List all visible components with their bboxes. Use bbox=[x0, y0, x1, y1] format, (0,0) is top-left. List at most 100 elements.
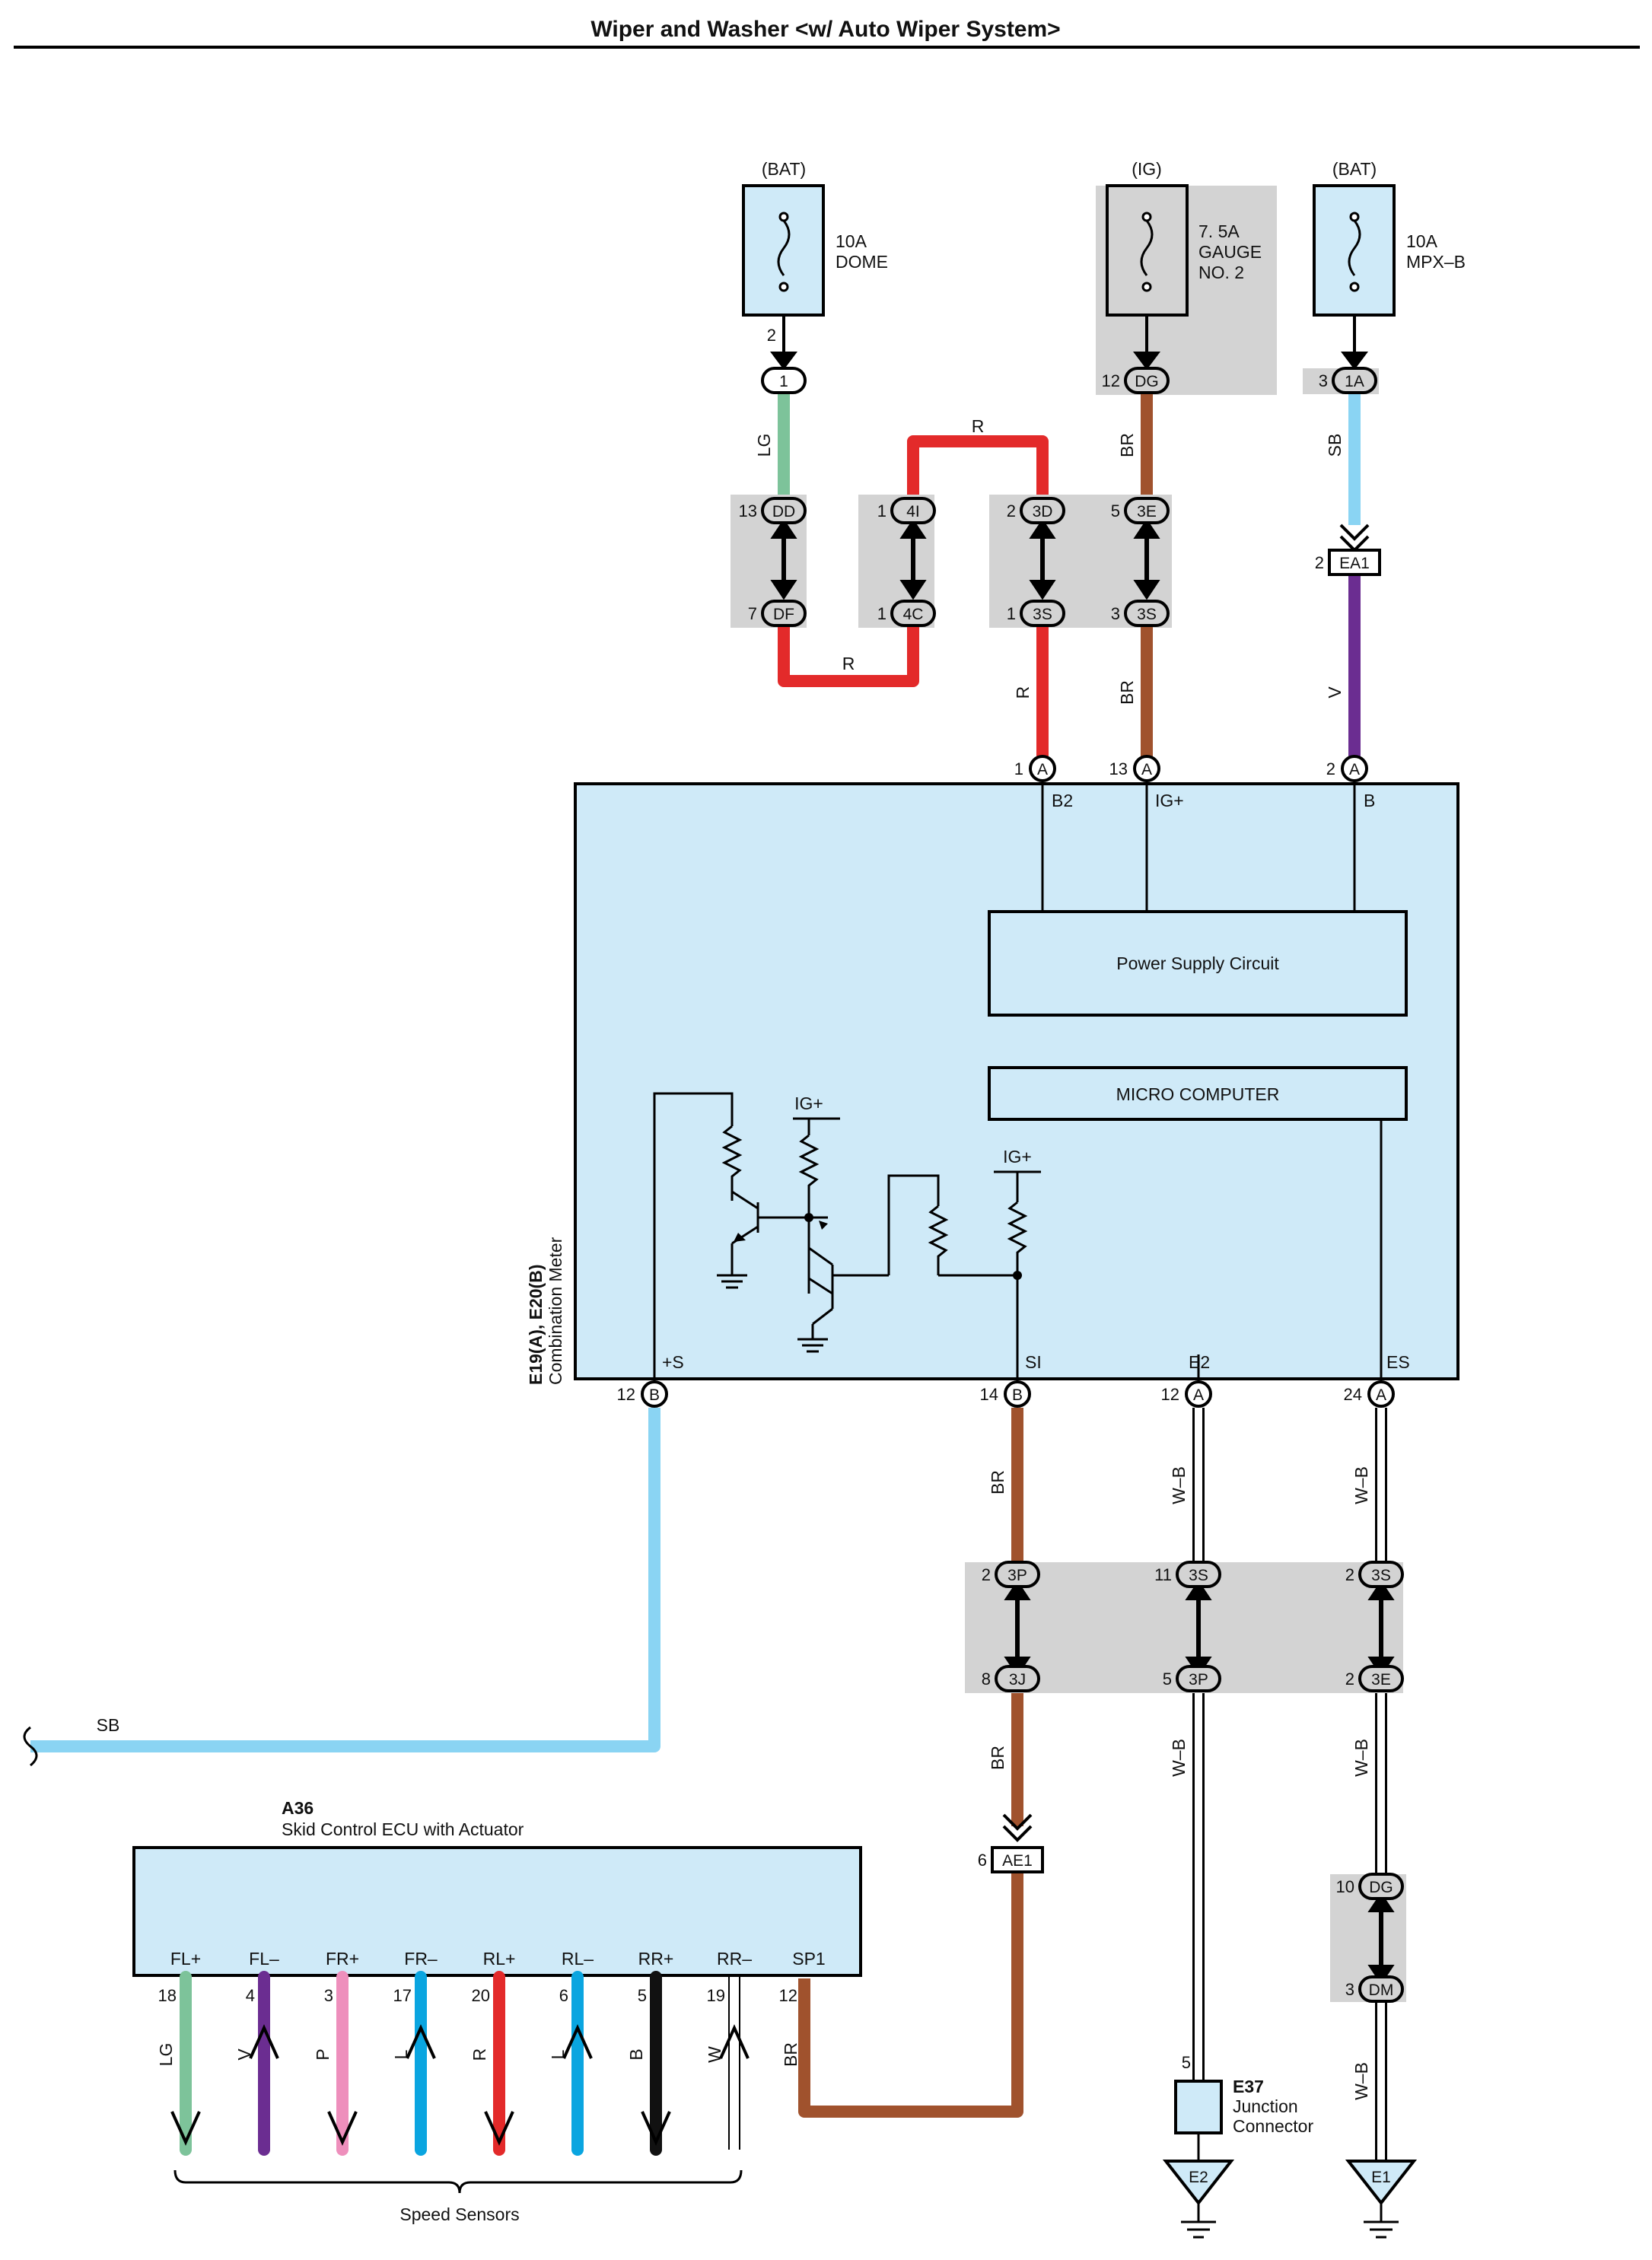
meter-ig-plus-2: IG+ bbox=[1003, 1147, 1032, 1167]
wire-label-sb-top: SB bbox=[1325, 434, 1345, 457]
arrow-up-icon bbox=[249, 2024, 279, 2059]
fuse-elements bbox=[777, 212, 1361, 292]
e37-name1: Junction bbox=[1233, 2096, 1298, 2116]
meter-ig-plus-1: IG+ bbox=[794, 1093, 823, 1113]
pin-ae1: 6 bbox=[978, 1851, 987, 1870]
conn-a1: A bbox=[1037, 761, 1048, 778]
ecu-terminal-wire-label: B bbox=[626, 2048, 646, 2060]
pin-dg-bot: 10 bbox=[1336, 1877, 1354, 1896]
conn-ea1: EA1 bbox=[1339, 555, 1370, 572]
pin-3e-top: 5 bbox=[1111, 501, 1120, 520]
conn-b12: B bbox=[649, 1386, 660, 1404]
ecu-terminal-wire-label: W bbox=[705, 2046, 724, 2063]
pin-e37: 5 bbox=[1182, 2053, 1191, 2072]
fuse-mpx: (BAT) 10A MPX–B bbox=[1313, 159, 1466, 317]
wires bbox=[30, 315, 1387, 2161]
pin-numbers: 2 12 3 13 7 1 1 2 1 5 3 2 1 13 2 12 14 1… bbox=[617, 326, 1362, 2072]
arrow-down-icon bbox=[484, 2111, 514, 2146]
speed-sensor-brace bbox=[173, 2169, 743, 2194]
wire-label-v: V bbox=[1325, 686, 1345, 699]
pin-3e-bot: 2 bbox=[1345, 1670, 1354, 1689]
conn-dg-top: DG bbox=[1135, 373, 1159, 390]
pin-fuse-dome: 2 bbox=[767, 326, 776, 345]
pin-a1: 1 bbox=[1014, 759, 1023, 778]
fuse-gauge-source: (IG) bbox=[1132, 159, 1162, 179]
conn-3d: 3D bbox=[1033, 503, 1053, 520]
pin-dd: 13 bbox=[739, 501, 757, 520]
arrow-up-icon bbox=[562, 2024, 593, 2059]
transistor-circuit bbox=[653, 1092, 1041, 1382]
fuse-gauge-rating: 7. 5A bbox=[1198, 221, 1240, 241]
emitter-arrow-icon bbox=[734, 1233, 746, 1242]
ecu-terminal-label: RR+ bbox=[638, 1949, 674, 1969]
ecu-term-sp1: SP1 bbox=[792, 1949, 825, 1969]
wire-label-wb5: W–B bbox=[1351, 2062, 1371, 2100]
ground-e1: E1 bbox=[1345, 2160, 1418, 2239]
conn-ae1: AE1 bbox=[1002, 1852, 1033, 1870]
pin-3j: 8 bbox=[982, 1670, 991, 1689]
conn-1: 1 bbox=[779, 373, 788, 390]
pin-3s-d: 2 bbox=[1345, 1565, 1354, 1584]
meter-term-s: +S bbox=[662, 1352, 684, 1372]
conn-3s-c: 3S bbox=[1189, 1567, 1208, 1584]
ecu-terminal-pin: 5 bbox=[638, 1986, 647, 2005]
wire-label-br-mid: BR bbox=[1117, 680, 1137, 705]
arrow-down-icon bbox=[170, 2111, 201, 2146]
connector-ovals bbox=[761, 367, 1404, 2003]
conn-df: DF bbox=[773, 606, 794, 623]
pin-dm: 3 bbox=[1345, 1980, 1354, 1999]
conn-dd: DD bbox=[772, 503, 795, 520]
pin-dg-top: 12 bbox=[1102, 371, 1120, 390]
connection-arrows bbox=[770, 352, 1395, 1985]
conn-4i: 4I bbox=[906, 503, 920, 520]
fuse-gauge-name2: NO. 2 bbox=[1198, 263, 1244, 282]
pin-3d: 2 bbox=[1007, 501, 1016, 520]
fuse-gauge-name1: GAUGE bbox=[1198, 242, 1262, 262]
power-supply-box bbox=[988, 910, 1408, 1017]
wire-labels: LG R R R BR BR SB V BR BR W–B W–B W–B W–… bbox=[97, 416, 1371, 2100]
meter-term-si: SI bbox=[1025, 1352, 1042, 1372]
fuse-dome-source: (BAT) bbox=[762, 159, 806, 179]
ecu-terminal-label: FR– bbox=[404, 1949, 438, 1969]
page-title: Wiper and Washer <w/ Auto Wiper System> bbox=[590, 17, 1060, 42]
wire-label-br-top: BR bbox=[1117, 433, 1137, 457]
junction-connector-e37: E37 Junction Connector bbox=[1174, 2077, 1313, 2161]
conn-3p-bot: 3P bbox=[1189, 1671, 1208, 1689]
pin-3s-a: 1 bbox=[1007, 604, 1016, 623]
conn-1a: 1A bbox=[1345, 373, 1364, 390]
ecu-terminal-pin: 6 bbox=[559, 1986, 568, 2005]
ecu-terminal-pin: 18 bbox=[158, 1986, 177, 2005]
wire-label-r-right: R bbox=[1013, 686, 1033, 699]
conn-3e-bot: 3E bbox=[1371, 1671, 1391, 1689]
pin-4c: 1 bbox=[877, 604, 886, 623]
conn-3s-d: 3S bbox=[1371, 1567, 1391, 1584]
conn-a13: A bbox=[1141, 761, 1152, 778]
junction-dot bbox=[1013, 1271, 1022, 1280]
ecu-terminal-wire-label: L bbox=[391, 2049, 411, 2059]
micro-computer-label: MICRO COMPUTER bbox=[1116, 1084, 1280, 1104]
conn-3p-top: 3P bbox=[1007, 1567, 1027, 1584]
ecu-terminal-label: RL+ bbox=[483, 1949, 516, 1969]
pin-a2: 2 bbox=[1326, 759, 1335, 778]
ground-e2: E2 bbox=[1162, 2160, 1235, 2239]
ecu-terminal-label: RR– bbox=[717, 1949, 752, 1969]
arrow-up-icon bbox=[406, 2024, 436, 2059]
conn-3s-b: 3S bbox=[1137, 606, 1157, 623]
ecu-terminal-pin: 17 bbox=[393, 1986, 412, 2005]
pin-a24: 24 bbox=[1344, 1385, 1362, 1404]
pin-df: 7 bbox=[748, 604, 757, 623]
conn-dm: DM bbox=[1369, 1981, 1394, 1999]
arrow-down-icon bbox=[641, 2111, 671, 2146]
ecu-terminal-wire-label: R bbox=[469, 2048, 489, 2061]
fuse-gauge: (IG) 7. 5A GAUGE NO. 2 bbox=[1106, 159, 1262, 317]
wire-label-sb-left: SB bbox=[97, 1715, 120, 1735]
wire-label-wb1: W–B bbox=[1169, 1466, 1189, 1504]
emitter-arrow-icon bbox=[819, 1221, 828, 1230]
meter-term-es: ES bbox=[1386, 1352, 1410, 1372]
connector-labels: 1 DG 1A DD DF 4I 4C 3D 3S 3E 3S EA1 A A … bbox=[649, 373, 1393, 1999]
wire-label-r-bottom: R bbox=[842, 654, 855, 673]
conn-4c: 4C bbox=[903, 606, 924, 623]
ecu-wire-sp1: BR bbox=[781, 2042, 801, 2067]
ecu-terminal-pin: 4 bbox=[246, 1986, 255, 2005]
